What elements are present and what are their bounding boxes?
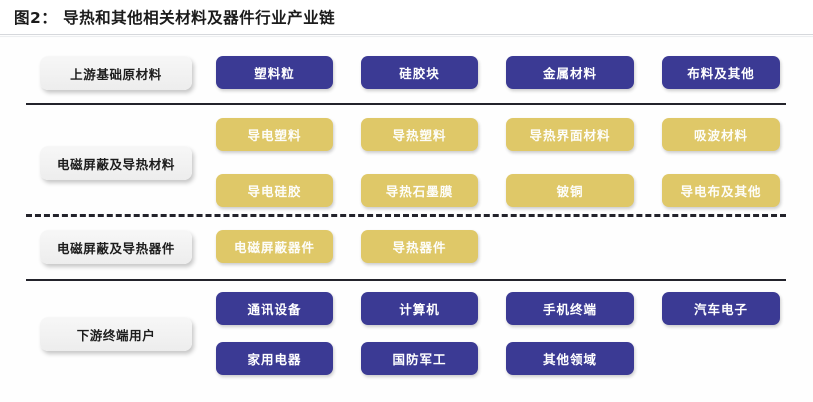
node-label: 吸波材料 xyxy=(693,128,748,143)
stage-label-4[interactable]: 下游终端用户 xyxy=(40,317,192,351)
node-box[interactable]: 家用电器 xyxy=(216,342,333,375)
stage-separator-solid xyxy=(26,279,786,281)
node-box[interactable]: 国防军工 xyxy=(361,342,478,375)
page-title: 图2： 导热和其他相关材料及器件行业产业链 xyxy=(14,9,336,27)
node-box[interactable]: 通讯设备 xyxy=(216,292,333,325)
node-label: 导电布及其他 xyxy=(680,184,762,199)
node-label: 导热界面材料 xyxy=(529,128,611,143)
stage-separator-solid xyxy=(26,103,786,105)
node-label: 硅胶块 xyxy=(399,66,440,81)
stage-label-text: 电磁屏蔽及导热材料 xyxy=(57,156,175,172)
node-box[interactable]: 导热石墨膜 xyxy=(361,174,478,207)
node-label: 塑料粒 xyxy=(254,66,295,81)
title-divider xyxy=(0,34,813,35)
figure-title-bar: 图2： 导热和其他相关材料及器件行业产业链 xyxy=(0,0,813,34)
node-label: 导热石墨膜 xyxy=(385,184,454,199)
node-label: 导热器件 xyxy=(392,240,447,255)
node-label: 金属材料 xyxy=(542,66,597,81)
node-box[interactable]: 导热界面材料 xyxy=(506,118,634,151)
node-box[interactable]: 布料及其他 xyxy=(662,56,780,89)
node-box[interactable]: 导电硅胶 xyxy=(216,174,333,207)
node-label: 导热塑料 xyxy=(392,128,447,143)
node-box[interactable]: 导热塑料 xyxy=(361,118,478,151)
value-chain-canvas: 上游基础原材料塑料粒硅胶块金属材料布料及其他电磁屏蔽及导热材料导电塑料导热塑料导… xyxy=(0,38,813,402)
node-label: 国防军工 xyxy=(392,352,447,367)
node-box[interactable]: 计算机 xyxy=(361,292,478,325)
node-box[interactable]: 电磁屏蔽器件 xyxy=(216,230,333,263)
node-label: 导电塑料 xyxy=(247,128,302,143)
node-box[interactable]: 其他领域 xyxy=(506,342,634,375)
stage-label-3[interactable]: 电磁屏蔽及导热器件 xyxy=(40,230,192,264)
node-label: 汽车电子 xyxy=(693,302,748,317)
node-label: 其他领域 xyxy=(542,352,597,367)
node-label: 导电硅胶 xyxy=(247,184,302,199)
stage-label-1[interactable]: 上游基础原材料 xyxy=(40,56,192,90)
node-label: 计算机 xyxy=(399,302,440,317)
stage-label-text: 上游基础原材料 xyxy=(70,66,162,82)
node-box[interactable]: 导电布及其他 xyxy=(662,174,780,207)
stage-label-2[interactable]: 电磁屏蔽及导热材料 xyxy=(40,146,192,180)
node-label: 家用电器 xyxy=(247,352,302,367)
node-box[interactable]: 导热器件 xyxy=(361,230,478,263)
node-label: 布料及其他 xyxy=(687,66,755,81)
node-label: 电磁屏蔽器件 xyxy=(233,240,315,255)
node-label: 铍铜 xyxy=(556,184,584,199)
node-box[interactable]: 铍铜 xyxy=(506,174,634,207)
node-label: 手机终端 xyxy=(542,302,597,317)
node-box[interactable]: 汽车电子 xyxy=(662,292,780,325)
title-divider-2 xyxy=(0,36,813,37)
node-box[interactable]: 硅胶块 xyxy=(361,56,478,89)
node-box[interactable]: 手机终端 xyxy=(506,292,634,325)
node-box[interactable]: 金属材料 xyxy=(506,56,634,89)
node-box[interactable]: 导电塑料 xyxy=(216,118,333,151)
node-box[interactable]: 吸波材料 xyxy=(662,118,780,151)
stage-label-text: 电磁屏蔽及导热器件 xyxy=(57,240,175,256)
stage-separator-dashed xyxy=(26,214,786,217)
node-box[interactable]: 塑料粒 xyxy=(216,56,333,89)
stage-label-text: 下游终端用户 xyxy=(76,327,156,343)
node-label: 通讯设备 xyxy=(247,302,302,317)
